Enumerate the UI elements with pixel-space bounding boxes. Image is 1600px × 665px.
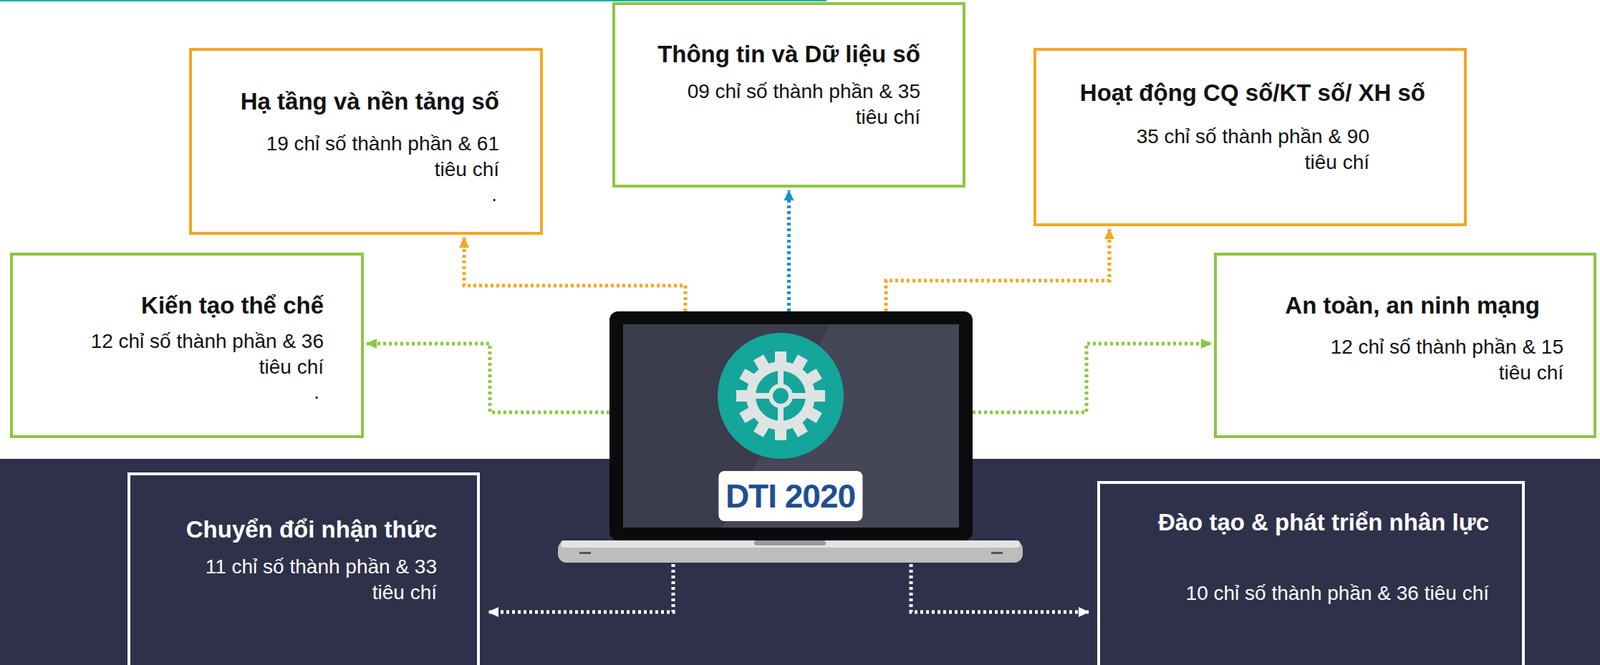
base-highlight <box>560 540 1020 548</box>
logo-text: DTI 2020 <box>718 471 863 522</box>
box-body: 10 chỉ số thành phần & 36 tiêu chí <box>1186 580 1489 607</box>
box-heading: Thông tin và Dữ liệu số <box>657 39 921 70</box>
base-slit <box>991 552 1003 555</box>
dotted-connector <box>911 564 1089 613</box>
box-body: . <box>491 181 498 208</box>
category-box: Hạ tầng và nền tảng số 19 chỉ số thành ph… <box>189 47 543 235</box>
box-heading: Kiến tạo thể chế <box>141 290 324 321</box>
laptop-hub: DTI 2020 <box>557 311 1023 565</box>
box-heading: Chuyển đổi nhận thức <box>186 514 437 546</box>
dotted-connector <box>488 564 674 613</box>
gear-disk <box>717 333 844 460</box>
box-body: 11 chỉ số thành phần & 33 tiêu chí <box>194 554 437 606</box>
category-box: Chuyển đổi nhận thức 11 chỉ số thành phần… <box>127 472 480 665</box>
dotted-connector <box>464 237 686 312</box>
box-body: 12 chỉ số thành phần & 36 tiêu chí <box>80 328 324 381</box>
top-rule <box>0 0 827 2</box>
dotted-connector <box>787 190 791 312</box>
box-body: 35 chỉ số thành phần & 90 tiêu chí <box>1126 123 1370 176</box>
category-box: Đào tạo & phát triển nhân lực 10 chỉ số t… <box>1097 481 1525 665</box>
category-box: Kiến tạo thể chế 12 chỉ số thành phần & 3… <box>10 252 364 439</box>
box-heading: Hoạt động CQ số/KT số/ XH số <box>1080 78 1426 109</box>
category-box: Hoạt động CQ số/KT số/ XH số 35 chỉ số th… <box>1033 47 1467 227</box>
dotted-connector <box>885 229 1110 312</box>
gear-ring <box>746 361 816 431</box>
box-body: . <box>313 379 320 406</box>
box-body: 12 chỉ số thành phần & 15 tiêu chí <box>1320 334 1564 387</box>
gear-inner <box>755 370 806 422</box>
gear-icon <box>717 333 844 460</box>
category-box: Thông tin và Dữ liệu số 09 chỉ số thành p… <box>612 2 966 188</box>
box-body: 19 chỉ số thành phần & 61 tiêu chí <box>256 131 500 183</box>
base-notch <box>754 540 826 546</box>
laptop-base <box>557 540 1023 563</box>
laptop-frame <box>609 311 973 541</box>
box-heading: Đào tạo & phát triển nhân lực <box>1158 507 1489 538</box>
laptop-screen <box>623 324 959 528</box>
laptop-illustration <box>557 311 912 498</box>
dotted-connector <box>972 343 1212 413</box>
gear-hub <box>770 386 791 407</box>
box-body: 09 chỉ số thành phần & 35 tiêu chí <box>677 78 921 131</box>
base-slit <box>579 552 591 555</box>
category-box: An toàn, an ninh mạng 12 chỉ số thành phầ… <box>1213 252 1597 439</box>
box-heading: Hạ tầng và nền tảng số <box>240 86 500 117</box>
box-heading: An toàn, an ninh mạng <box>1284 290 1540 321</box>
dotted-connector <box>366 343 610 413</box>
